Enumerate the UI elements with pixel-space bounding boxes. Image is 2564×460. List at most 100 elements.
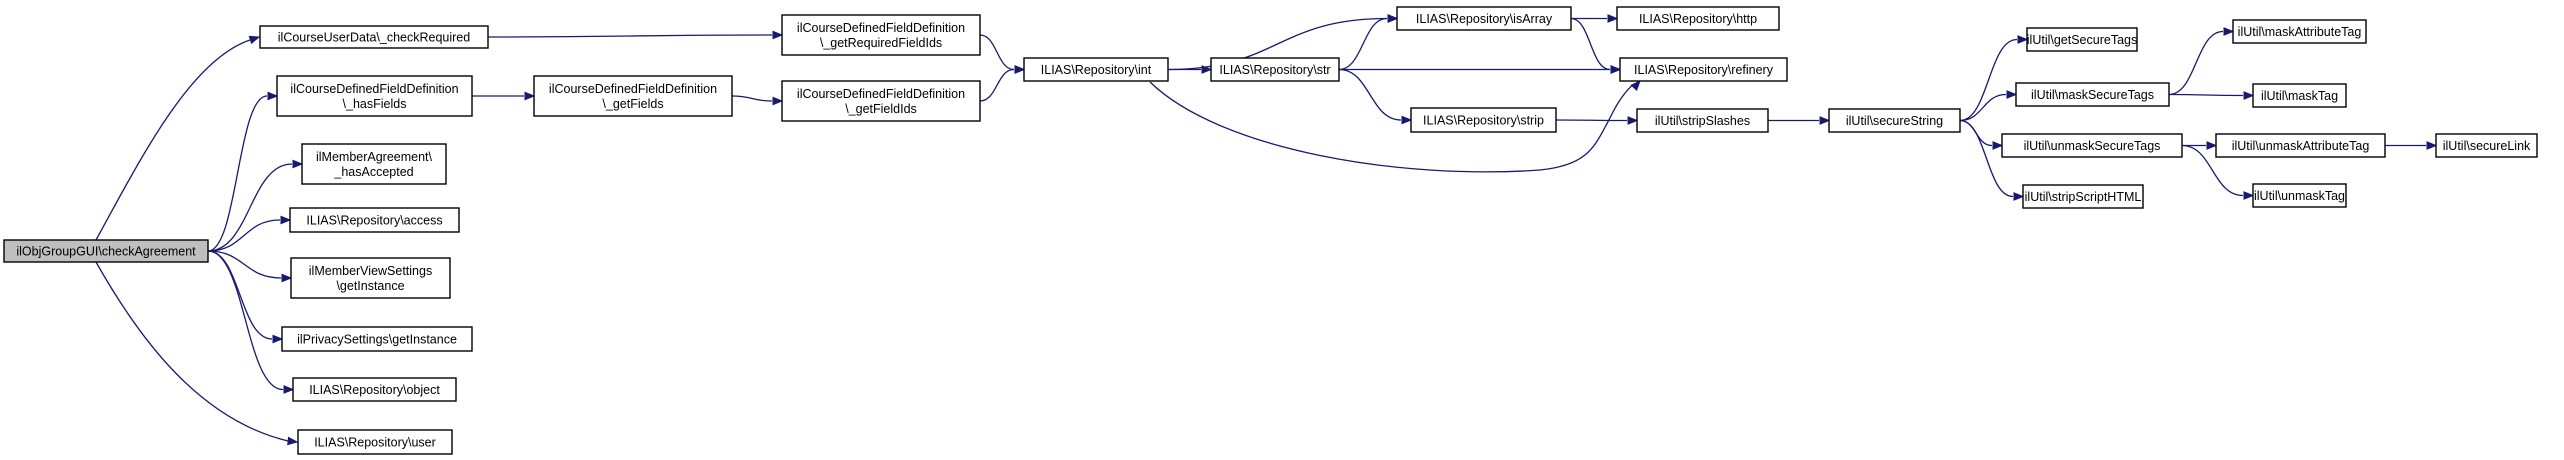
node-box-maskSecureTags xyxy=(2015,82,2170,107)
edge-secureString-to-maskSecureTags xyxy=(1959,90,2018,122)
edge-unmaskAttributeTag-to-secureLink xyxy=(2384,141,2438,150)
node-label-getFields: ilCourseDefinedFieldDefinition xyxy=(549,82,717,96)
node-label-stripScriptHTML: ilUtil\stripScriptHTML xyxy=(2025,190,2142,204)
node-unmaskAttributeTag[interactable]: ilUtil\unmaskAttributeTag xyxy=(2215,133,2386,158)
node-int[interactable]: ILIAS\Repository\int xyxy=(1023,57,1169,82)
node-maskSecureTags[interactable]: ilUtil\maskSecureTags xyxy=(2015,82,2170,107)
node-label-getFieldIds: ilCourseDefinedFieldDefinition xyxy=(797,87,965,101)
edge-root-to-hasAccepted xyxy=(207,159,304,252)
edge-maskSecureTags-to-maskTag xyxy=(2168,91,2255,100)
edges-layer xyxy=(95,14,2438,446)
node-getFieldIds[interactable]: ilCourseDefinedFieldDefinition\_getField… xyxy=(781,80,981,122)
node-label-unmaskSecureTags: ilUtil\unmaskSecureTags xyxy=(2024,139,2161,153)
node-hasAccepted[interactable]: ilMemberAgreement\_hasAccepted xyxy=(301,143,447,185)
node-strip[interactable]: ILIAS\Repository\strip xyxy=(1410,107,1557,133)
edge-maskSecureTags-to-maskAttributeTag xyxy=(2168,27,2235,96)
node-label-maskTag: ilUtil\maskTag xyxy=(2261,89,2338,103)
edge-root-to-user xyxy=(95,261,299,446)
node-label-hasAccepted: _hasAccepted xyxy=(333,165,413,179)
node-label-getFieldIds: \_getFieldIds xyxy=(845,102,917,116)
node-box-getReqIds xyxy=(781,14,981,56)
node-box-str xyxy=(1210,57,1340,82)
node-refinery[interactable]: ILIAS\Repository\refinery xyxy=(1619,57,1788,82)
node-box-stripSlashes xyxy=(1636,108,1769,133)
node-box-int xyxy=(1023,57,1169,82)
node-label-getReqIds: \_getRequiredFieldIds xyxy=(820,36,942,50)
node-box-hasAccepted xyxy=(301,143,447,185)
node-label-checkReq: ilCourseUserData\_checkRequired xyxy=(278,31,470,45)
node-box-getFields xyxy=(533,75,733,117)
edge-int-to-str xyxy=(1168,65,1213,74)
node-isArray[interactable]: ILIAS\Repository\isArray xyxy=(1396,6,1572,31)
node-label-strip: ILIAS\Repository\strip xyxy=(1423,114,1544,128)
edge-isArray-to-http xyxy=(1571,14,1619,23)
node-getReqIds[interactable]: ilCourseDefinedFieldDefinition\_getRequi… xyxy=(781,14,981,56)
edge-str-to-refinery xyxy=(1339,65,1622,74)
node-label-refinery: ILIAS\Repository\refinery xyxy=(1634,63,1774,77)
node-box-privGet xyxy=(281,326,473,352)
node-box-unmaskAttributeTag xyxy=(2215,133,2386,158)
node-mvsGet[interactable]: ilMemberViewSettings\getInstance xyxy=(290,257,451,299)
node-label-unmaskAttributeTag: ilUtil\unmaskAttributeTag xyxy=(2232,139,2370,153)
node-label-hasFields: ilCourseDefinedFieldDefinition xyxy=(290,82,458,96)
node-maskAttributeTag[interactable]: ilUtil\maskAttributeTag xyxy=(2232,19,2367,44)
edge-getFields-to-getFieldIds xyxy=(731,95,784,106)
node-box-getFieldIds xyxy=(781,80,981,122)
node-box-access xyxy=(289,207,460,233)
node-label-root: ilObjGroupGUI\checkAgreement xyxy=(16,245,196,259)
node-label-secureString: ilUtil\secureString xyxy=(1846,114,1943,128)
node-getSecureTags[interactable]: ilUtil\getSecureTags xyxy=(2026,27,2138,52)
node-box-object xyxy=(292,377,457,402)
node-label-unmaskTag: ilUtil\unmaskTag xyxy=(2254,189,2345,203)
node-box-refinery xyxy=(1619,57,1788,82)
node-box-stripScriptHTML xyxy=(2022,184,2144,209)
node-box-hasFields xyxy=(276,75,473,117)
node-label-user: ILIAS\Repository\user xyxy=(314,436,436,450)
node-label-getSecureTags: ilUtil\getSecureTags xyxy=(2027,33,2137,47)
node-label-mvsGet: \getInstance xyxy=(336,279,404,293)
node-label-object: ILIAS\Repository\object xyxy=(309,383,440,397)
node-box-root xyxy=(3,239,209,263)
edge-checkReq-to-getReqIds xyxy=(487,30,784,40)
node-label-getFields: \_getFields xyxy=(602,97,663,111)
node-stripSlashes[interactable]: ilUtil\stripSlashes xyxy=(1636,108,1769,133)
node-stripScriptHTML[interactable]: ilUtil\stripScriptHTML xyxy=(2022,184,2144,209)
edge-secureString-to-stripScriptHTML xyxy=(1959,119,2025,201)
node-privGet[interactable]: ilPrivacySettings\getInstance xyxy=(281,326,473,352)
node-box-isArray xyxy=(1396,6,1572,31)
node-root[interactable]: ilObjGroupGUI\checkAgreement xyxy=(3,239,209,263)
node-label-int: ILIAS\Repository\int xyxy=(1041,63,1152,77)
edge-root-to-access xyxy=(207,215,292,252)
edge-unmaskSecureTags-to-unmaskTag xyxy=(2181,144,2255,200)
node-secureString[interactable]: ilUtil\secureString xyxy=(1828,108,1961,133)
edge-secureString-to-getSecureTags xyxy=(1959,35,2029,122)
node-box-unmaskTag xyxy=(2252,183,2347,208)
node-box-maskAttributeTag xyxy=(2232,19,2367,44)
node-box-mvsGet xyxy=(290,257,451,299)
node-str[interactable]: ILIAS\Repository\str xyxy=(1210,57,1340,82)
node-unmaskSecureTags[interactable]: ilUtil\unmaskSecureTags xyxy=(2001,133,2183,158)
node-object[interactable]: ILIAS\Repository\object xyxy=(292,377,457,402)
node-label-hasAccepted: ilMemberAgreement\ xyxy=(316,150,433,164)
edge-int-to-refinery xyxy=(1149,80,1641,173)
node-hasFields[interactable]: ilCourseDefinedFieldDefinition\_hasField… xyxy=(276,75,473,117)
node-label-stripSlashes: ilUtil\stripSlashes xyxy=(1655,114,1750,128)
node-box-secureString xyxy=(1828,108,1961,133)
node-access[interactable]: ILIAS\Repository\access xyxy=(289,207,460,233)
node-label-maskAttributeTag: ilUtil\maskAttributeTag xyxy=(2238,25,2362,39)
nodes-layer: ilObjGroupGUI\checkAgreement ilCourseUser… xyxy=(3,6,2538,455)
node-label-maskSecureTags: ilUtil\maskSecureTags xyxy=(2031,88,2154,102)
node-unmaskTag[interactable]: ilUtil\unmaskTag xyxy=(2252,183,2347,208)
edge-hasFields-to-getFields xyxy=(471,91,536,101)
node-getFields[interactable]: ilCourseDefinedFieldDefinition\_getField… xyxy=(533,75,733,117)
node-checkReq[interactable]: ilCourseUserData\_checkRequired xyxy=(259,25,489,49)
node-box-maskTag xyxy=(2252,83,2347,108)
node-box-strip xyxy=(1410,107,1557,133)
edge-str-to-isArray xyxy=(1338,14,1399,71)
node-http[interactable]: ILIAS\Repository\http xyxy=(1616,6,1780,31)
edge-root-to-object xyxy=(207,250,295,394)
node-secureLink[interactable]: ilUtil\secureLink xyxy=(2435,133,2538,158)
node-user[interactable]: ILIAS\Repository\user xyxy=(297,429,453,455)
node-maskTag[interactable]: ilUtil\maskTag xyxy=(2252,83,2347,108)
